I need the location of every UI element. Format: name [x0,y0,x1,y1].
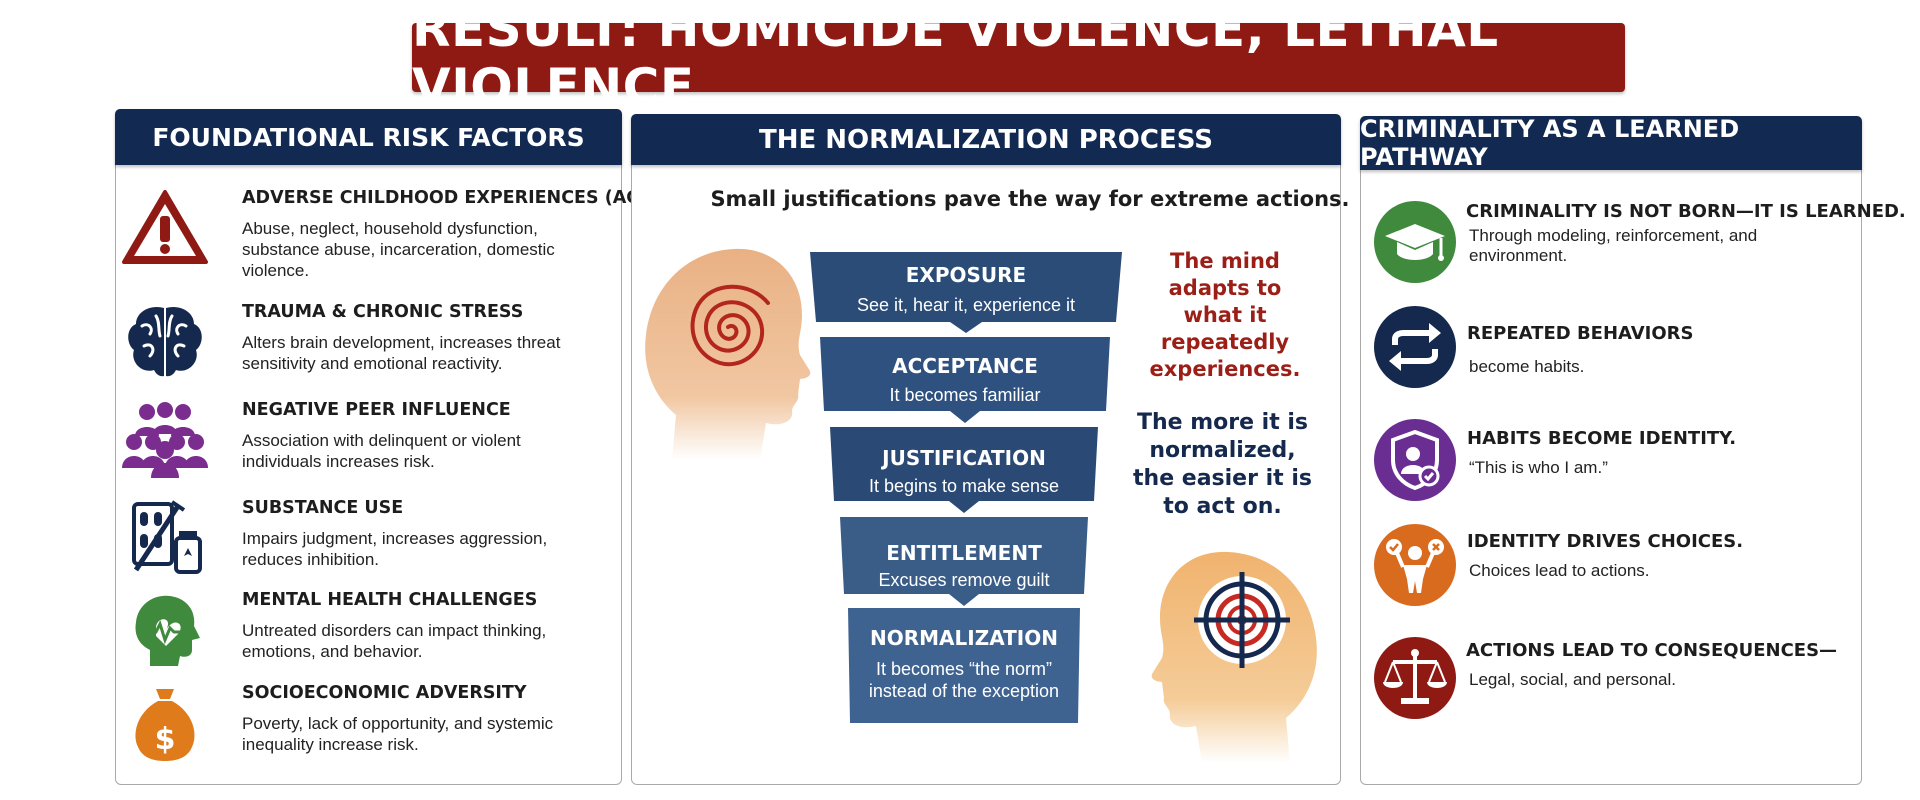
pathway-item-identity: HABITS BECOME IDENTITY. “This is who I a… [1373,418,1873,508]
pathway-title: ACTIONS LEAD TO CONSEQUENCES— [1466,640,1838,661]
money-bag-icon: $ [120,683,210,763]
step-title: ENTITLEMENT [886,541,1042,565]
risk-item-socioeconomic: $ SOCIOECONOMIC ADVERSITY Poverty, lack … [120,683,610,773]
note-mind-adapts: The mind adapts to what it repeatedly ex… [1149,249,1301,381]
funnel-step-entitlement: ENTITLEMENT Excuses remove guilt [840,517,1088,606]
pathway-title: IDENTITY DRIVES CHOICES. [1467,531,1744,552]
normalization-subtitle: Small justifications pave the way for ex… [710,187,1350,211]
risk-title: MENTAL HEALTH CHALLENGES [242,590,538,610]
step-desc: It begins to make sense [868,476,1060,496]
funnel-step-exposure: EXPOSURE See it, hear it, experience it [810,252,1122,333]
person-choices-icon [1373,523,1457,607]
banner-title: RESULT: HOMICIDE VIOLENCE, LETHAL VIOLEN… [412,0,1499,116]
pathway-desc: become habits. [1469,357,1585,376]
risk-desc: Association with delinquent or violent i… [242,431,521,471]
step-desc: It becomes familiar [889,385,1041,405]
warning-triangle-icon [120,188,210,268]
risk-title: SOCIOECONOMIC ADVERSITY [242,683,527,703]
risk-title: NEGATIVE PEER INFLUENCE [242,400,511,420]
pathway-title: REPEATED BEHAVIORS [1467,323,1694,344]
scales-icon [1373,636,1457,720]
learned-pathway-header: CRIMINALITY AS A LEARNED PATHWAY [1360,115,1862,171]
pathway-desc: Legal, social, and personal. [1469,670,1676,689]
brain-icon [120,302,210,382]
graduation-cap-icon [1373,200,1457,284]
risk-item-mental-health: MENTAL HEALTH CHALLENGES Untreated disor… [120,590,610,680]
risk-title: SUBSTANCE USE [242,498,404,518]
note-normalized: The more it is normalized, the easier it… [1133,410,1312,519]
pills-syringe-icon [120,498,210,578]
step-title: NORMALIZATION [870,626,1058,650]
group-people-icon [120,400,210,480]
pathway-item-learned: CRIMINALITY IS NOT BORN—IT IS LEARNED. T… [1373,200,1906,290]
svg-text:$: $ [155,722,176,757]
step-title: JUSTIFICATION [882,446,1046,470]
pathway-title: HABITS BECOME IDENTITY. [1467,428,1737,449]
risk-title: ADVERSE CHILDHOOD EXPERIENCES (ACES) [242,188,672,208]
step-desc: Excuses remove guilt [878,570,1050,590]
risk-desc: Untreated disorders can impact thinking,… [242,621,547,661]
repeat-arrows-icon [1373,305,1457,389]
step-title: ACCEPTANCE [892,354,1038,378]
pathway-item-repeated: REPEATED BEHAVIORS become habits. [1373,305,1873,395]
pathway-desc: Through modeling, reinforcement, and env… [1469,226,1758,265]
funnel-step-normalization: NORMALIZATION It becomes “the norm” inst… [848,608,1080,723]
risk-factors-header-label: FOUNDATIONAL RISK FACTORS [152,122,585,152]
risk-desc: Alters brain development, increases thre… [242,333,561,373]
head-spiral-icon [642,245,812,460]
normalization-header: THE NORMALIZATION PROCESS [631,114,1341,165]
normalization-header-label: THE NORMALIZATION PROCESS [758,124,1213,155]
head-target-icon [1150,548,1320,763]
page-banner: RESULT: HOMICIDE VIOLENCE, LETHAL VIOLEN… [412,0,1625,116]
risk-factors-header: FOUNDATIONAL RISK FACTORS [115,109,622,165]
pathway-desc: “This is who I am.” [1469,458,1608,477]
risk-item-aces: ADVERSE CHILDHOOD EXPERIENCES (ACES) Abu… [120,188,672,280]
funnel-step-justification: JUSTIFICATION It begins to make sense [830,427,1098,513]
risk-item-substance: SUBSTANCE USE Impairs judgment, increase… [120,498,610,588]
step-title: EXPOSURE [905,263,1027,287]
pathway-title: CRIMINALITY IS NOT BORN—IT IS LEARNED. [1466,201,1906,222]
risk-title: TRAUMA & CHRONIC STRESS [242,302,524,322]
pathway-desc: Choices lead to actions. [1469,561,1650,580]
risk-desc: Poverty, lack of opportunity, and system… [242,714,554,754]
risk-item-peers: NEGATIVE PEER INFLUENCE Association with… [120,400,610,490]
risk-item-trauma: TRAUMA & CHRONIC STRESS Alters brain dev… [120,302,610,392]
funnel-step-acceptance: ACCEPTANCE It becomes familiar [820,337,1110,423]
risk-desc: Impairs judgment, increases aggression, … [242,529,548,569]
risk-desc: Abuse, neglect, household dysfunction, s… [242,219,555,280]
shield-identity-icon [1373,418,1457,502]
learned-pathway-header-label: CRIMINALITY AS A LEARNED PATHWAY [1360,115,1740,171]
pathway-item-choices: IDENTITY DRIVES CHOICES. Choices lead to… [1373,523,1873,613]
step-desc: See it, hear it, experience it [856,295,1076,315]
pathway-item-consequences: ACTIONS LEAD TO CONSEQUENCES— Legal, soc… [1373,636,1873,726]
head-heartbeat-icon [120,590,210,670]
step-desc: It becomes “the norm” instead of the exc… [868,659,1060,701]
